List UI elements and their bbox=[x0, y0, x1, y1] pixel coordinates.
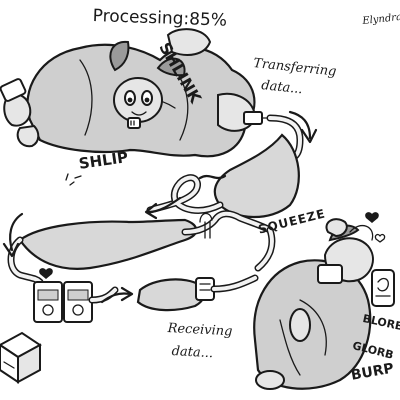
receiving-caption-line1: Receiving bbox=[167, 321, 233, 340]
processing-caption: Processing:85% bbox=[92, 6, 228, 31]
transferring-caption-line2: data... bbox=[260, 78, 304, 98]
meter-right bbox=[63, 281, 93, 323]
parcel-box bbox=[0, 331, 42, 384]
charge-meters bbox=[33, 268, 119, 323]
sender-foot-device bbox=[0, 78, 27, 102]
receiver-body bbox=[253, 259, 372, 390]
receiver-character bbox=[253, 212, 395, 390]
transfer-tube bbox=[7, 114, 304, 286]
receiving-pipe bbox=[136, 226, 276, 312]
receiving-caption-line2: data... bbox=[171, 344, 214, 362]
heart-icon bbox=[39, 268, 53, 279]
belly-screen bbox=[317, 264, 343, 284]
data-bag-3 bbox=[136, 278, 206, 312]
receiver-device bbox=[371, 269, 395, 307]
arrow-down-left bbox=[9, 212, 24, 252]
data-bag-1 bbox=[213, 133, 300, 219]
arrow-left bbox=[146, 196, 182, 214]
sender-character bbox=[0, 28, 271, 186]
arrow-right bbox=[100, 292, 132, 304]
usb-plug-icon bbox=[243, 111, 263, 125]
heart-icon bbox=[365, 212, 379, 223]
data-bag-2 bbox=[18, 218, 198, 270]
flow-arrows bbox=[2, 110, 318, 304]
arrow-down-right bbox=[288, 110, 312, 140]
meter-left bbox=[33, 281, 63, 323]
